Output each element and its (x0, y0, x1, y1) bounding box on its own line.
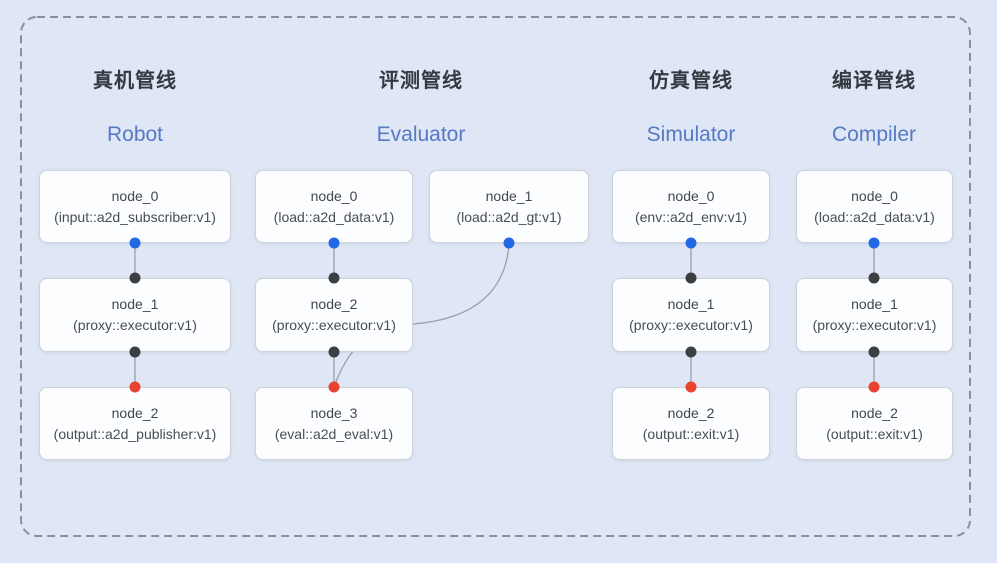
node-card-compiler-node2: node_2 (output::exit:v1) (796, 387, 953, 460)
node-type: (proxy::executor:v1) (812, 317, 937, 333)
port-dot-proxy-in (685, 272, 697, 284)
node-card-evaluator-node1: node_1 (load::a2d_gt:v1) (429, 170, 589, 243)
node-card-robot-node0: node_0 (input::a2d_subscriber:v1) (39, 170, 231, 243)
node-name: node_2 (310, 296, 358, 312)
node-name: node_0 (111, 187, 159, 204)
node-card-robot-node2: node_2 (output::a2d_publisher:v1) (39, 387, 231, 460)
node-type: (output::a2d_publisher:v1) (53, 425, 217, 442)
node-type: (env::a2d_env:v1) (634, 208, 748, 225)
node-name: node_0 (851, 187, 898, 204)
node-card-evaluator-node3: node_3 (eval::a2d_eval:v1) (255, 387, 413, 460)
node-name: node_1 (485, 187, 533, 204)
port-dot-proxy-out (685, 346, 697, 358)
node-card-evaluator-node2: node_2 (proxy::executor:v1) (255, 278, 413, 352)
port-dot-proxy-out (868, 346, 880, 358)
node-type: (eval::a2d_eval:v1) (274, 425, 394, 442)
port-dot-source-output (685, 237, 697, 249)
node-card-simulator-node1: node_1 (proxy::executor:v1) (612, 278, 770, 352)
port-dot-proxy-in (328, 272, 340, 284)
pipeline-title-en-robot: Robot (106, 123, 164, 146)
node-type: (input::a2d_subscriber:v1) (54, 208, 216, 225)
node-card-simulator-node2: node_2 (output::exit:v1) (612, 387, 770, 460)
port-dot-proxy-in (868, 272, 880, 284)
node-type: (proxy::executor:v1) (73, 317, 197, 333)
node-name: node_0 (310, 187, 358, 204)
node-type: (proxy::executor:v1) (272, 317, 396, 333)
pipeline-title-zh-robot: 真机管线 (93, 70, 177, 92)
pipeline-title-en-compiler: Compiler (831, 123, 917, 146)
port-dot-sink-in (328, 381, 340, 393)
node-card-compiler-node0: node_0 (load::a2d_data:v1) (796, 170, 953, 243)
node-type: (load::a2d_data:v1) (273, 208, 395, 225)
node-type: (output::exit:v1) (642, 425, 740, 442)
node-card-simulator-node0: node_0 (env::a2d_env:v1) (612, 170, 770, 243)
port-dot-source-output (503, 237, 515, 249)
node-type: (output::exit:v1) (826, 425, 923, 442)
pipeline-title-zh-evaluator: 评测管线 (379, 70, 463, 92)
pipeline-title-zh-compiler: 编译管线 (832, 70, 916, 92)
port-dot-sink-in (685, 381, 697, 393)
node-name: node_2 (111, 404, 159, 421)
node-name: node_3 (310, 404, 358, 421)
port-dot-source-output (129, 237, 141, 249)
port-dot-proxy-out (129, 346, 141, 358)
node-name: node_0 (667, 187, 715, 204)
node-type: (load::a2d_gt:v1) (456, 208, 562, 225)
node-name: node_2 (851, 404, 898, 421)
port-dot-source-output (328, 237, 340, 249)
node-card-robot-node1: node_1 (proxy::executor:v1) (39, 278, 231, 352)
port-dot-proxy-out (328, 346, 340, 358)
node-card-compiler-node1: node_1 (proxy::executor:v1) (796, 278, 953, 352)
port-dot-source-output (868, 237, 880, 249)
node-type: (proxy::executor:v1) (629, 317, 753, 333)
node-name: node_1 (851, 296, 898, 312)
node-type: (load::a2d_data:v1) (814, 208, 935, 225)
node-name: node_2 (667, 404, 715, 421)
node-card-evaluator-node0: node_0 (load::a2d_data:v1) (255, 170, 413, 243)
node-name: node_1 (667, 296, 715, 312)
pipeline-title-en-evaluator: Evaluator (376, 123, 466, 146)
port-dot-proxy-in (129, 272, 141, 284)
port-dot-sink-in (129, 381, 141, 393)
port-dot-sink-in (868, 381, 880, 393)
node-name: node_1 (111, 296, 159, 312)
